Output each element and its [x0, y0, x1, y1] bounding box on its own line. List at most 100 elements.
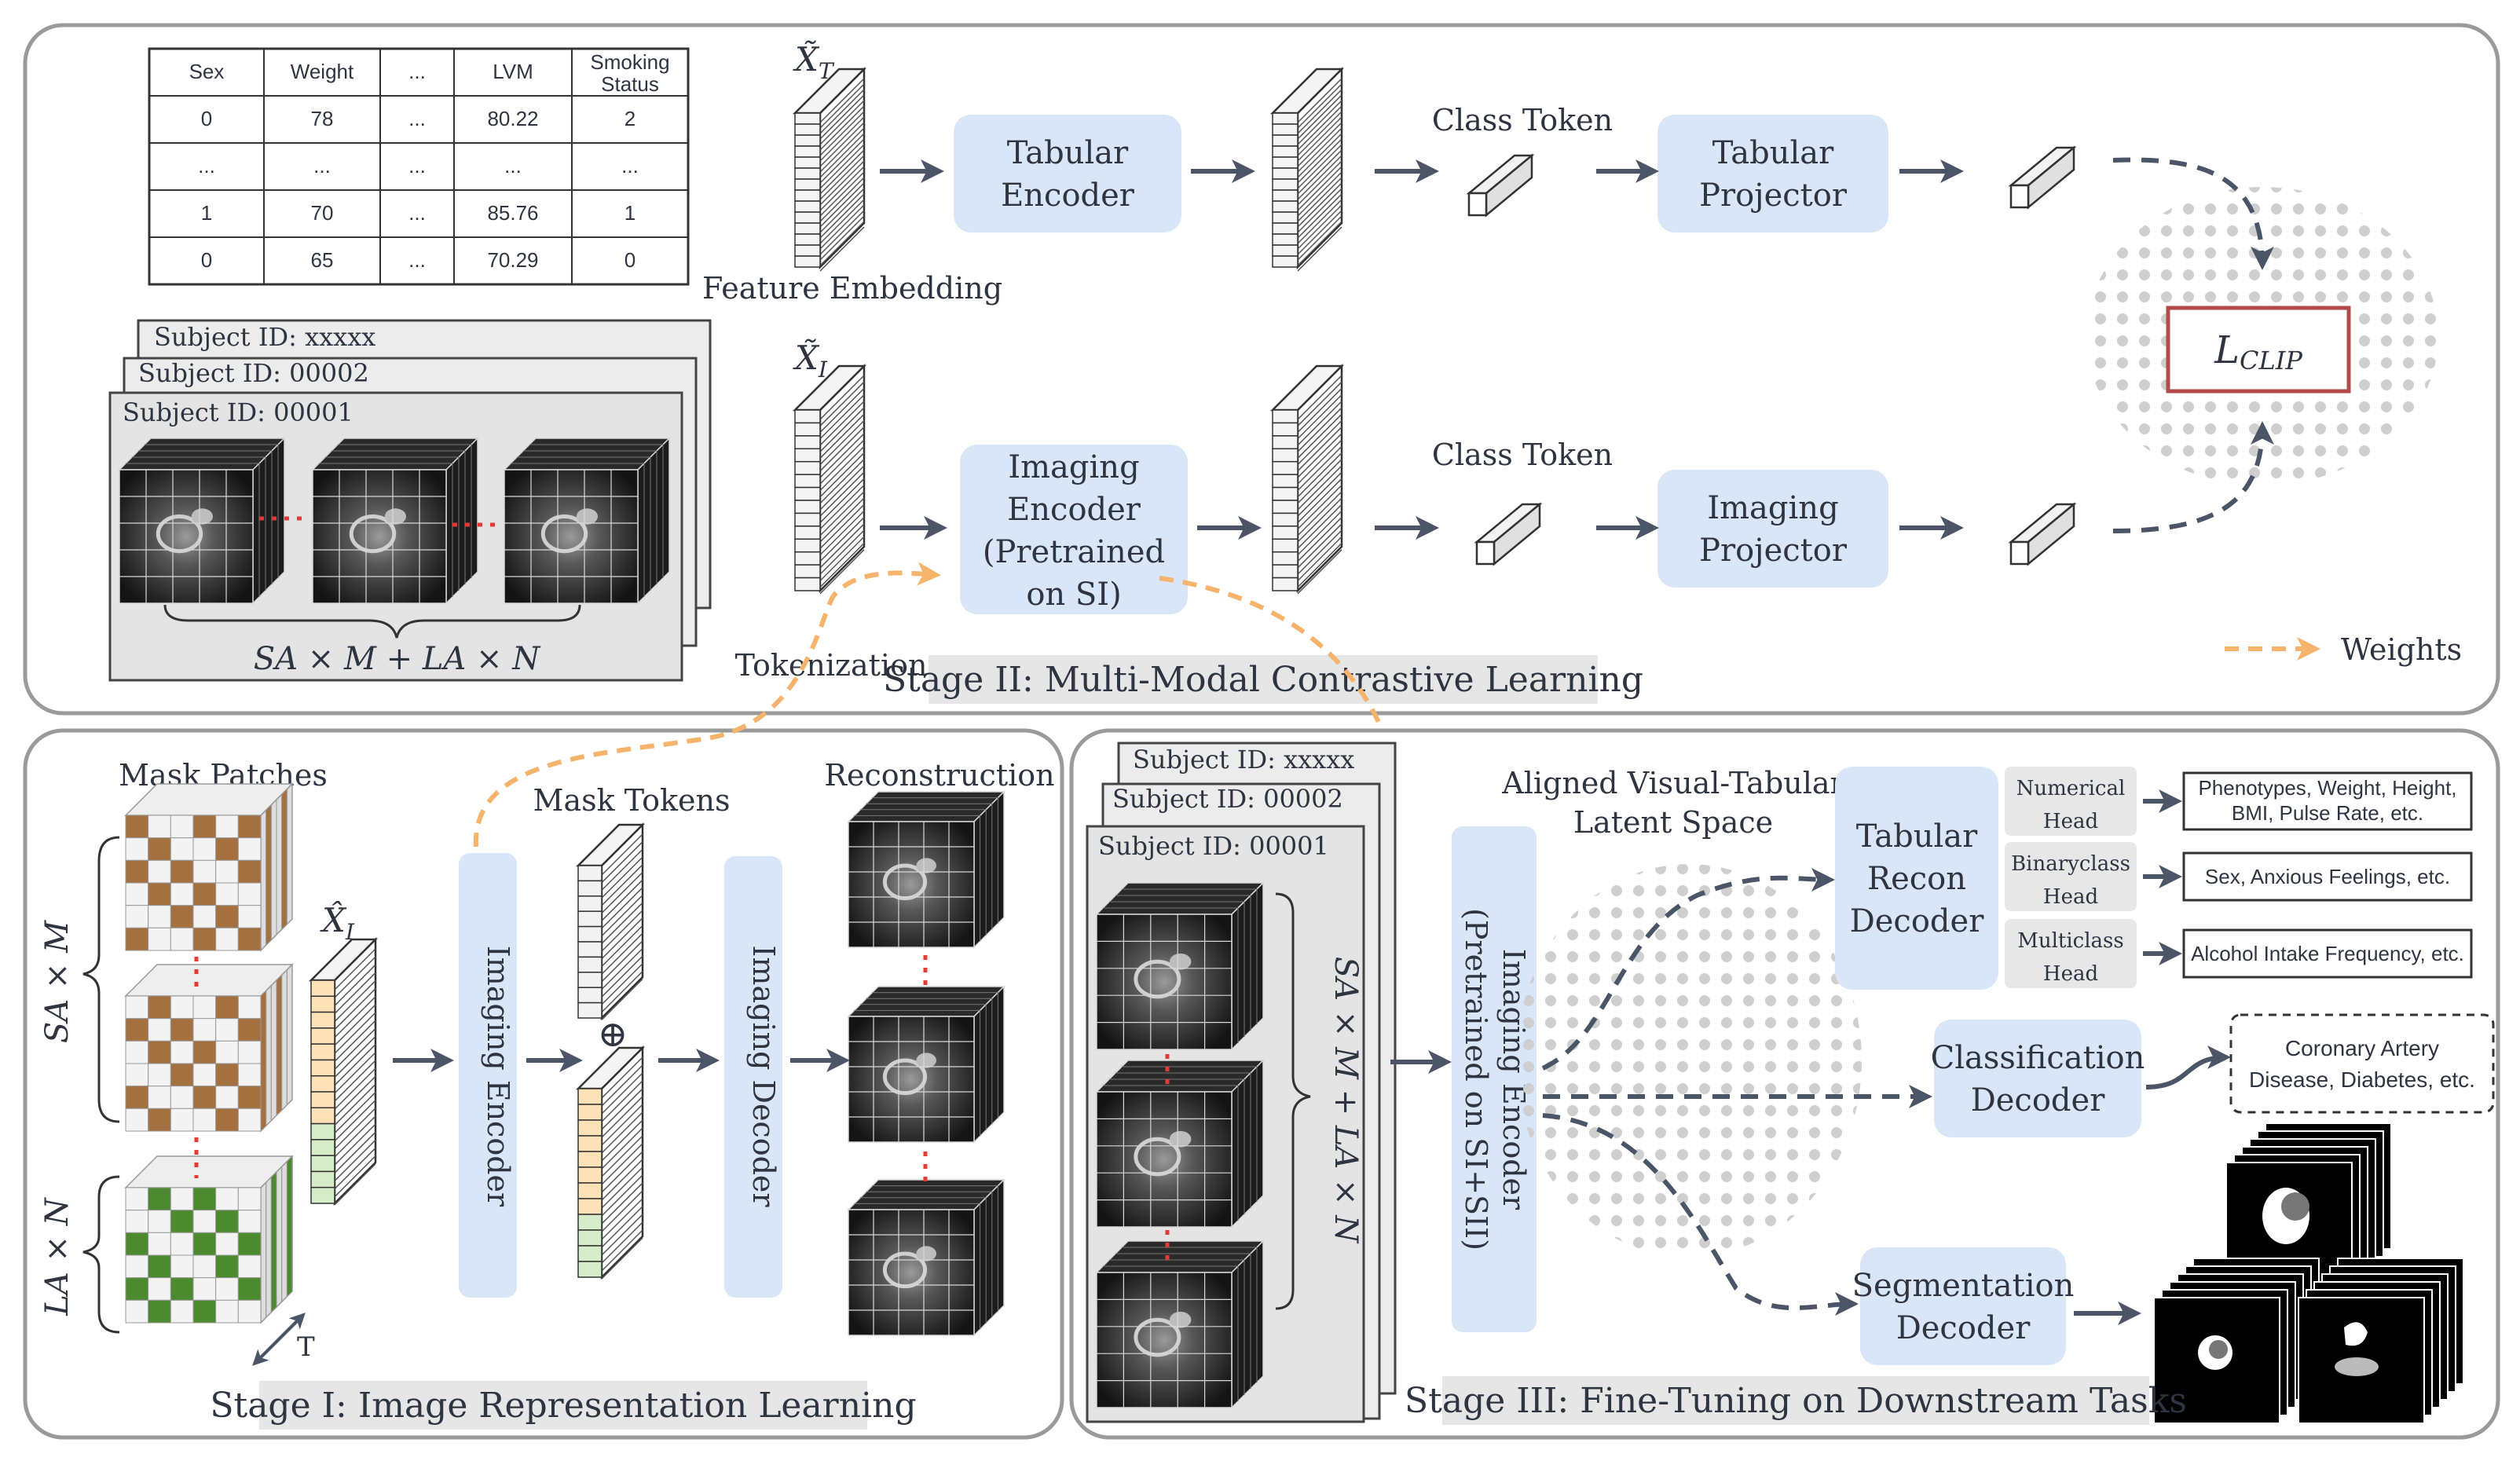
token-cell [310, 1059, 335, 1077]
token-cell [1272, 409, 1298, 424]
mask-patch [215, 882, 239, 906]
heart-ring [1134, 959, 1181, 999]
mask-patch [125, 927, 149, 951]
mask-patch [215, 1040, 239, 1064]
mask-patch [192, 1040, 217, 1064]
stack-brace [163, 604, 581, 639]
mask-side-patch [276, 974, 283, 1117]
token-hatch [819, 171, 865, 217]
token-cell [794, 255, 821, 268]
token-hatch [1297, 549, 1342, 595]
class-token-label-bottom: Class Token [1432, 438, 1613, 472]
token-hatch [1297, 133, 1342, 178]
token-hatch [601, 848, 643, 891]
head-label-line: Multiclass [2017, 929, 2124, 953]
token-hatch [819, 517, 865, 562]
token-hatch [819, 89, 865, 134]
token-hatch [601, 841, 643, 884]
stage1-imaging-decoder-box [724, 856, 782, 1298]
token-cell [577, 1151, 603, 1168]
token-cell [1272, 244, 1298, 257]
head-output-line: Phenotypes, Weight, Height, [2198, 776, 2456, 800]
token-cell [577, 1166, 603, 1184]
table-cell: ... [313, 154, 331, 178]
subject-stack-stage2: Subject ID: xxxxx Subject ID: 00002 Subj… [108, 319, 712, 682]
token-hatch [1297, 221, 1342, 266]
latent-dot-cloud [1516, 864, 1862, 1257]
token-hatch [819, 375, 865, 420]
token-hatch [1297, 199, 1342, 244]
imaging-to-clip-arrow [2112, 421, 2274, 533]
token-cell [794, 167, 821, 180]
token-hatch [601, 1214, 643, 1256]
tokenization-label: Tokenization [735, 648, 928, 683]
token-hatch [601, 925, 643, 967]
token-cell [577, 987, 603, 1004]
token-hatch [819, 221, 865, 266]
token-hatch [334, 1108, 376, 1150]
mask-patch [148, 837, 171, 861]
tabular-to-clip-arrow [2112, 157, 2274, 270]
token-hatch [334, 1012, 376, 1054]
stage3-imaging-encoder-box [1452, 826, 1537, 1332]
feature-embedding-tokens [792, 66, 867, 272]
heart-chamber [191, 508, 213, 525]
mask-patch [148, 905, 171, 928]
mask-patch [237, 815, 262, 839]
subject-label-middle: Subject ID: 00002 [138, 358, 369, 388]
token-hatch [819, 215, 865, 261]
mask-patch [148, 1277, 171, 1301]
token-cell [310, 1122, 335, 1141]
token-hatch [334, 980, 376, 1023]
token-hatch [601, 1064, 643, 1107]
class-token-tabular [1466, 153, 1535, 218]
mask-patch [192, 927, 217, 951]
stage1-caption: Stage I: Image Representation Learning [210, 1386, 916, 1426]
token-hatch [819, 485, 865, 530]
table-header-line: Weight [291, 60, 354, 83]
token-cell [1272, 156, 1298, 169]
token-cell [794, 564, 821, 579]
token-hatch [1297, 193, 1342, 239]
token-hatch [601, 932, 643, 975]
token-cell [1272, 460, 1298, 475]
mask-patch [148, 1086, 171, 1109]
head-output-box [2182, 851, 2473, 902]
mask-patch [237, 1299, 262, 1324]
mask-patch [215, 1299, 239, 1324]
tabular-encoder-box [954, 115, 1181, 233]
small-token-front [1467, 192, 1488, 217]
sa-label: SA × M [39, 920, 75, 1043]
token-hatch [819, 226, 865, 272]
mask-patch [215, 859, 239, 884]
mask-patch [125, 1210, 149, 1233]
token-hatch [1297, 445, 1342, 491]
token-cell [577, 925, 603, 943]
head-output-label: Phenotypes, Weight, Height,BMI, Pulse Ra… [2198, 776, 2456, 825]
token-cell [1272, 200, 1298, 213]
token-hatch [1297, 413, 1342, 459]
mask-patch [148, 1254, 171, 1279]
token-hatch [1297, 215, 1342, 261]
mask-patch [215, 1108, 239, 1132]
mask-side-patch [266, 804, 272, 947]
mask-patch [125, 837, 149, 861]
token-cell [577, 895, 603, 912]
token-cell [577, 1245, 603, 1262]
token-hatch [819, 471, 865, 517]
table-header-cell: LVM [493, 60, 533, 83]
token-hatch [819, 210, 865, 255]
token-hatch [819, 503, 865, 549]
token-hatch [601, 1182, 643, 1225]
mask-patch [192, 1299, 217, 1324]
mask-patch [125, 1086, 149, 1109]
token-cell [577, 1198, 603, 1215]
token-hatch [1297, 529, 1342, 575]
head-label-line: Binaryclass [2011, 852, 2130, 876]
cube-front [1096, 914, 1233, 1050]
mask-patch [237, 1254, 262, 1279]
tabular-encoder-output-tokens [1269, 66, 1345, 272]
small-token-front [2009, 540, 2030, 566]
